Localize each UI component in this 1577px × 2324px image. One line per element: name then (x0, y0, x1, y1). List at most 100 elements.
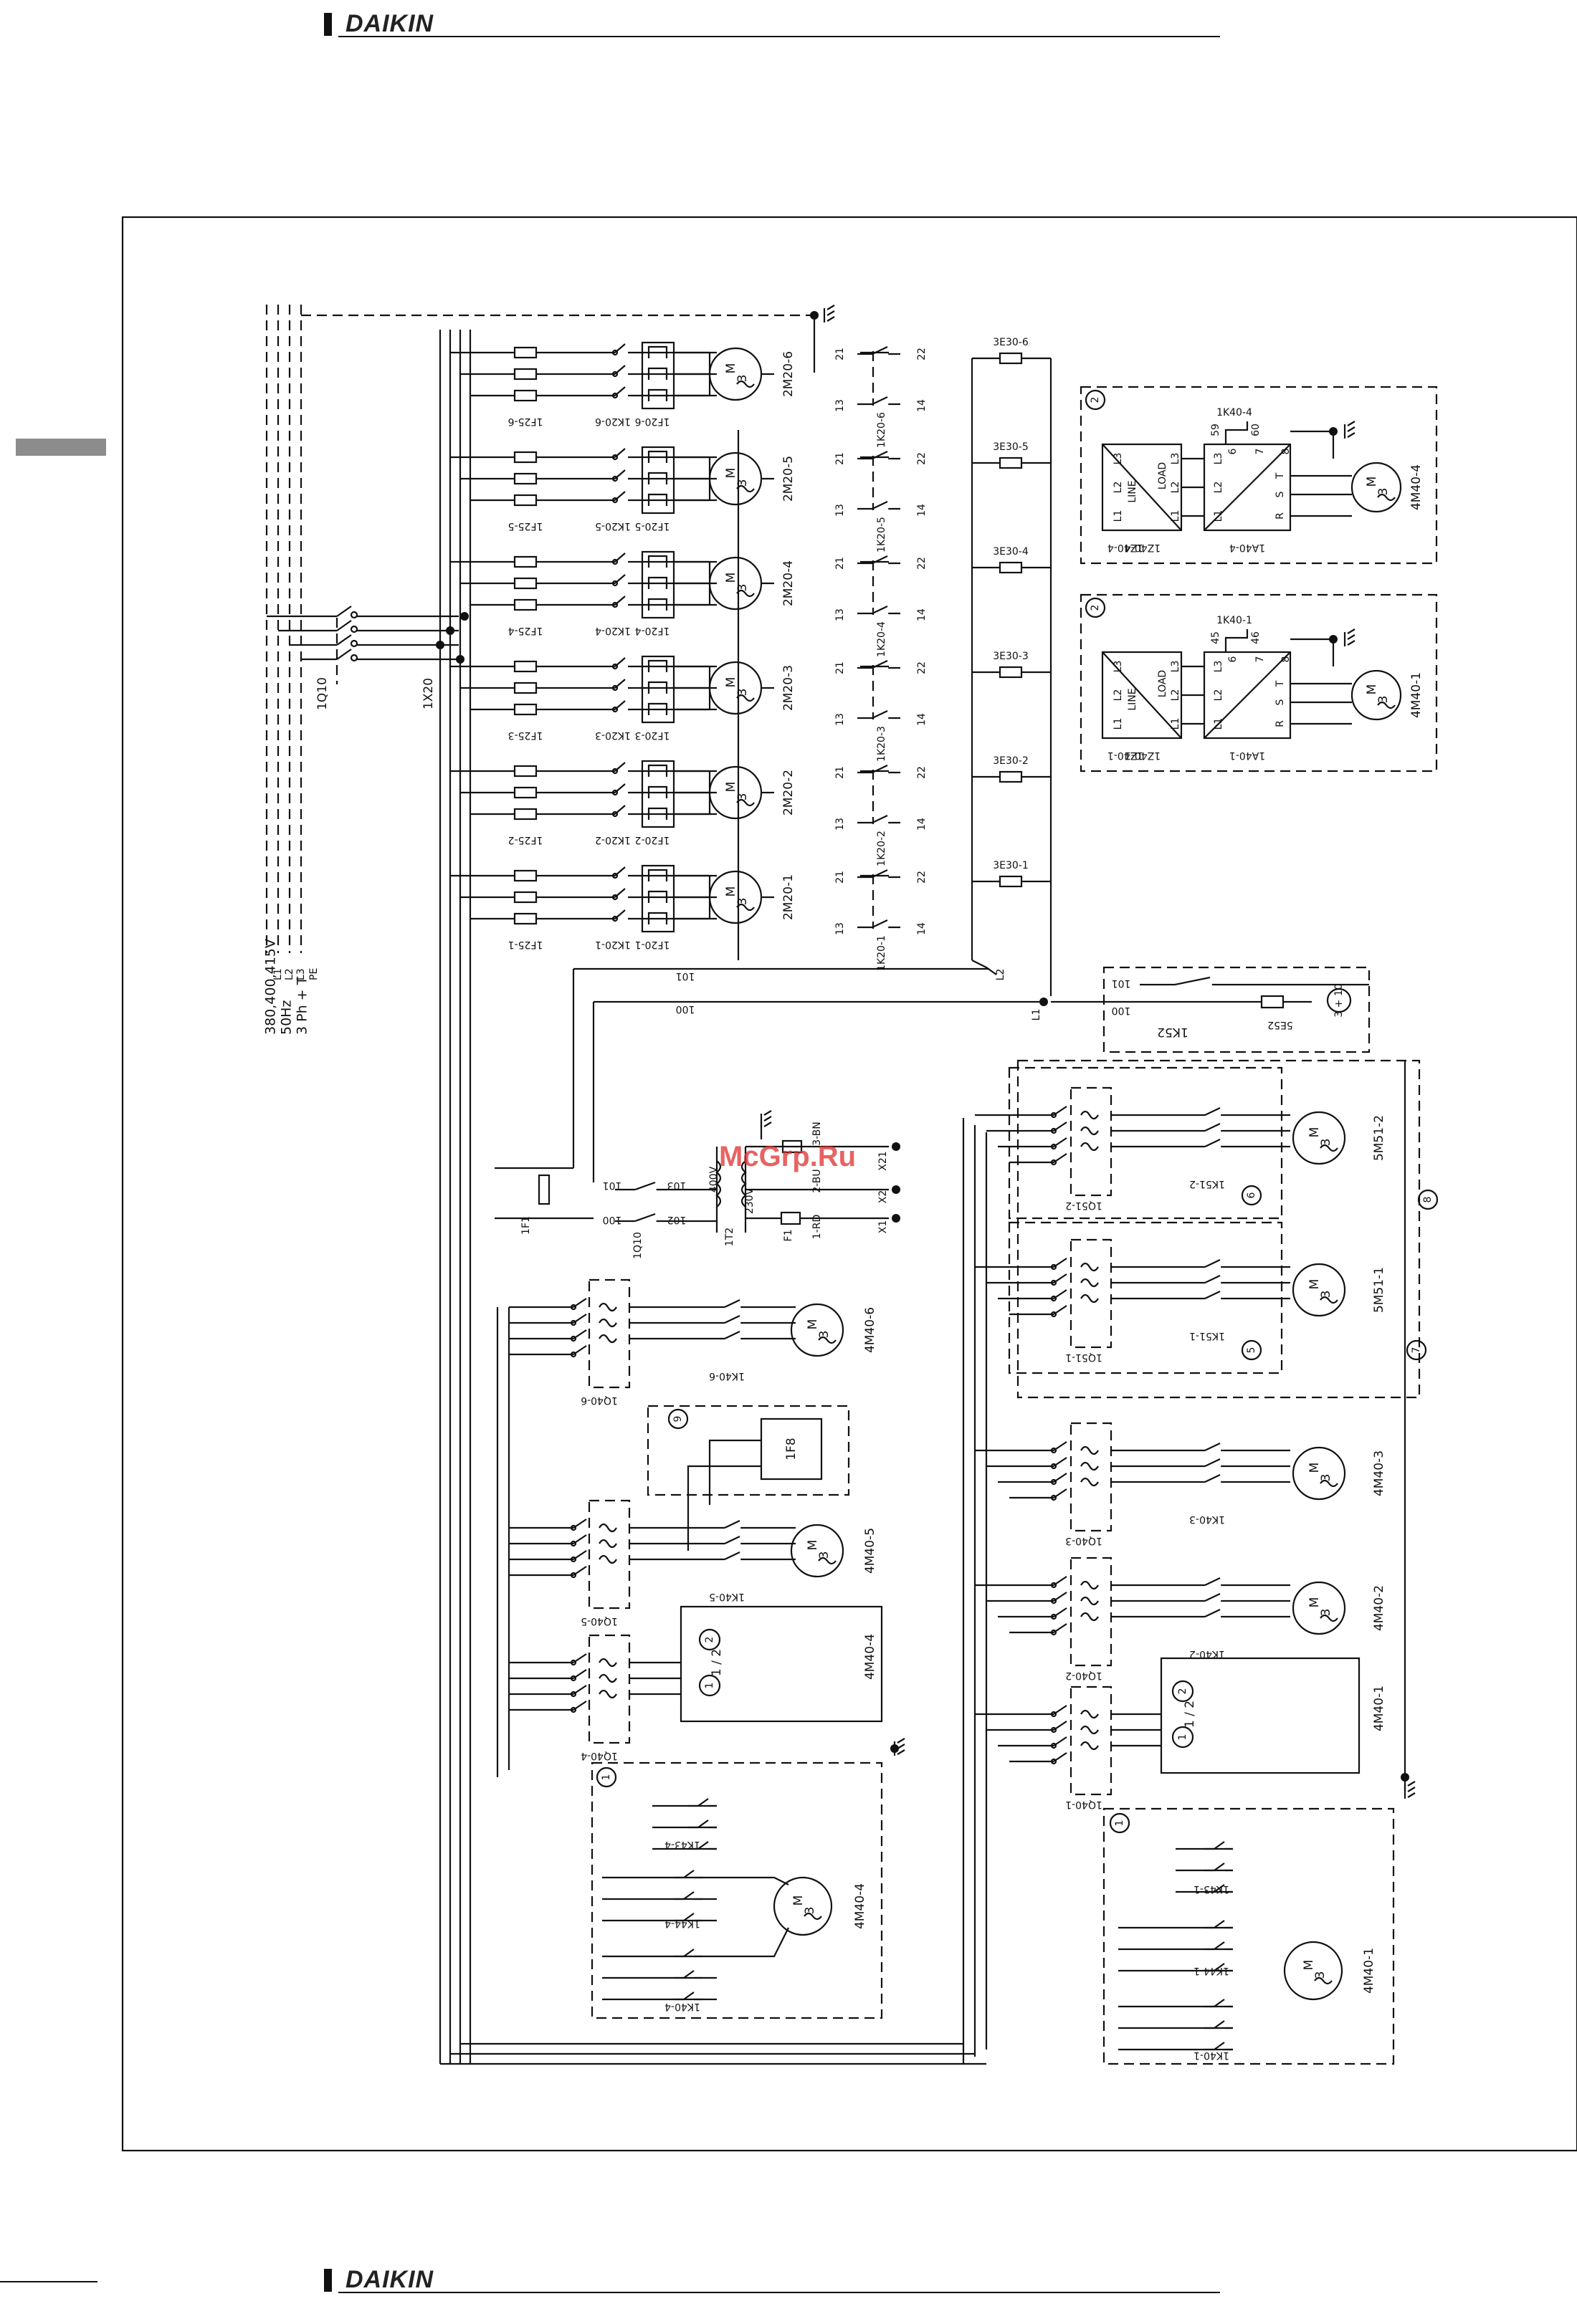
right-fan-breaker-label: 1Q51-1 (1065, 1352, 1102, 1363)
relay-5e52-label: 5E52 (1267, 1019, 1293, 1031)
drive-l2: L2 (1213, 689, 1224, 702)
filter-out-l1: L1 (1170, 718, 1181, 730)
fuse-1f1-label: 1F1 (520, 1216, 532, 1235)
compressor-motor-label: 2M20-6 (781, 351, 796, 397)
inverter-relay-t2: 60 (1250, 424, 1262, 436)
transformer-label: 1T2 (724, 1228, 735, 1246)
motor-3: 3 (1319, 1139, 1333, 1147)
motor-3: 3 (1313, 1971, 1328, 1979)
aux-contact-14: 14 (916, 504, 928, 517)
inverter-relay-t1: 45 (1210, 631, 1221, 644)
aux-contact-22: 22 (916, 452, 928, 465)
star-delta-right-k2: 1K44-1 (1194, 1965, 1229, 1976)
motor-3: 3 (817, 1551, 832, 1559)
motor-m: M (1365, 477, 1379, 487)
filter-l1: L1 (1113, 718, 1124, 730)
drive-l1: L1 (1213, 510, 1224, 522)
line-l2: L2 (284, 968, 295, 980)
left-fan-breaker-label: 1Q40-5 (581, 1615, 618, 1627)
drive-l3: L3 (1213, 453, 1224, 465)
slash-1-2: 1 / 2 (710, 1649, 724, 1676)
footer-logo: DAIKIN (324, 2266, 1220, 2295)
drive-8: 8 (1280, 656, 1292, 663)
compressor-fuse-label: 1F25-5 (508, 520, 543, 532)
left-fan-breaker-label: 1Q40-4 (581, 1750, 618, 1761)
right-fan-contactor-label: 1K40-3 (1189, 1514, 1225, 1525)
circle-6: 6 (1246, 1192, 1257, 1198)
brand-name: DAIKIN (346, 2266, 434, 2293)
motor-m: M (724, 363, 738, 374)
right-fan-contactor-label: 1K51-2 (1189, 1178, 1225, 1190)
motor-m: M (724, 677, 738, 688)
terminal-x1: X1 (877, 1220, 889, 1234)
motor-m: M (791, 1895, 806, 1906)
star-delta-left-motor-label: 4M40-4 (853, 1883, 867, 1929)
filter-l2: L2 (1113, 689, 1124, 702)
compressor-fuse-label: 1F25-3 (508, 730, 543, 741)
aux-contact-22: 22 (916, 557, 928, 570)
circle-5: 5 (1246, 1347, 1257, 1354)
drive-s: S (1275, 491, 1286, 497)
circle-3-10: 3 + 10 (1333, 983, 1345, 1017)
wire-102: 102 (667, 1214, 687, 1225)
footer-left-rule (0, 2281, 97, 2282)
logo-mark (324, 2269, 332, 2292)
compressor-overload-label: 1F20-3 (635, 730, 670, 741)
motor-3: 3 (735, 689, 750, 697)
compressor-contactor-label: 1K20-5 (595, 520, 631, 532)
left-fan-motor-label: 4M40-5 (863, 1528, 877, 1574)
aux-contact-label: 1K20-5 (876, 517, 887, 553)
compressor-contactor-label: 1K20-4 (595, 625, 631, 636)
filter-out-l3: L3 (1170, 661, 1181, 673)
aux-contact-22: 22 (916, 766, 928, 779)
drive-r: R (1275, 512, 1286, 520)
circle-1-rsd: 1 (1114, 1820, 1125, 1827)
compressor-motor-label: 2M20-2 (781, 770, 796, 816)
drive-r: R (1275, 720, 1286, 727)
line-l3: L3 (295, 968, 307, 980)
wire-103: 103 (667, 1180, 687, 1191)
right-fan-motor (1292, 1263, 1346, 1317)
star-delta-left-motor (773, 1876, 833, 1936)
compressor-contactor-label: 1K20-6 (595, 416, 631, 427)
right-fan-motor-label: 4M40-3 (1372, 1450, 1386, 1496)
drive-s: S (1275, 699, 1286, 705)
left-fan-motor (790, 1524, 844, 1578)
right-fan-motor (1292, 1581, 1346, 1635)
drive-l1: L1 (1213, 718, 1224, 730)
drive-l2: L2 (1213, 482, 1224, 494)
motor-3: 3 (803, 1907, 817, 1915)
circle-8: 8 (1422, 1197, 1434, 1203)
fuse-f1-label: F1 (783, 1230, 794, 1242)
header-logo: DAIKIN (324, 10, 1220, 39)
terminal-x21: X21 (877, 1151, 889, 1170)
inverter-relay-label: 1K40-1 (1216, 615, 1252, 626)
aux-contact-label: 1K20-3 (876, 726, 887, 762)
star-delta-left-k2: 1K44-4 (664, 1918, 700, 1929)
motor-m: M (724, 886, 738, 897)
circle-9: 9 (672, 1416, 684, 1422)
circle-1: 1 (704, 1683, 715, 1689)
inverter-drive-label: 1A40-4 (1229, 542, 1265, 553)
inverter-relay-label: 1K40-4 (1216, 407, 1252, 419)
aux-contact-21: 21 (834, 348, 846, 360)
inverter-motor-label: 4M40-4 (1409, 464, 1424, 510)
motor-3: 3 (735, 479, 750, 487)
aux-contact-22: 22 (916, 871, 928, 884)
compressor-contactor-label: 1K20-1 (595, 939, 631, 950)
wire-1rd: 1-RD (811, 1215, 823, 1239)
brand-name: DAIKIN (346, 10, 434, 37)
motor-m: M (806, 1540, 820, 1551)
compressor-motor-label: 2M20-3 (781, 665, 796, 711)
right-fan-motor-label: 4M40-1 (1372, 1685, 1386, 1731)
filter-l1: L1 (1113, 510, 1124, 522)
inverter-filter-label: 1Z40-4 (1125, 542, 1161, 553)
heater-label: 3E30-1 (993, 860, 1029, 871)
watermark: McGrp.Ru (719, 1141, 857, 1172)
wire-100-label: 100 (676, 1003, 695, 1015)
motor-m: M (724, 468, 738, 479)
inverter-filter-label-b: 1Z40-4 (1107, 542, 1143, 553)
drive-t: T (1275, 472, 1286, 479)
transformer-400: 400V (708, 1166, 720, 1192)
